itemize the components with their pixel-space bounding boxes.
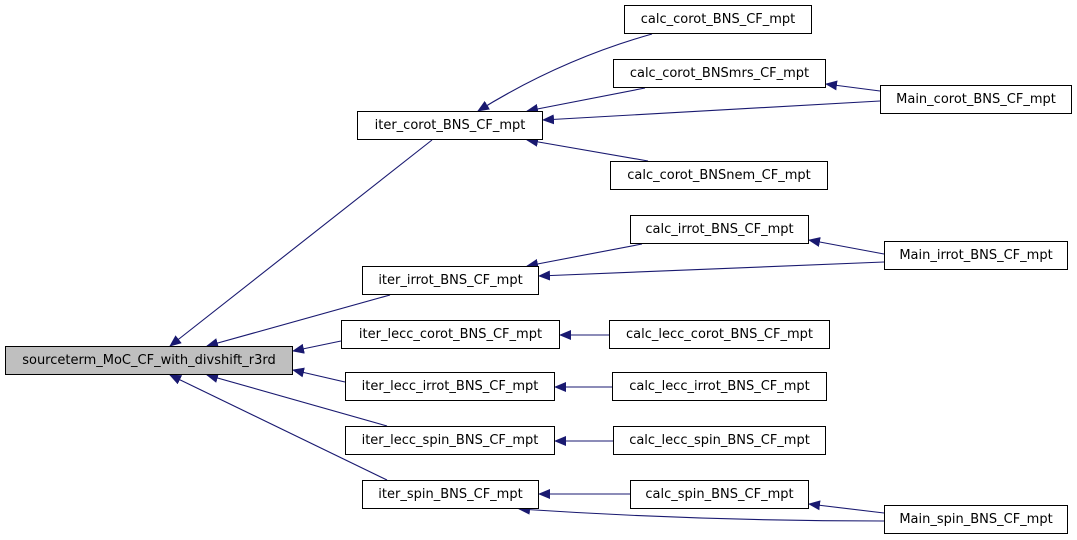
edge-iter-lecc-corot-to-root bbox=[292, 340, 342, 354]
edge-main-irrot-to-iter-irrot bbox=[538, 261, 885, 281]
edge-calc-irrot-to-iter-irrot bbox=[526, 243, 643, 269]
node-iter-lecc-spin-bns-cf-mpt[interactable]: iter_lecc_spin_BNS_CF_mpt bbox=[345, 426, 555, 455]
node-iter-irrot-bns-cf-mpt[interactable]: iter_irrot_BNS_CF_mpt bbox=[362, 266, 539, 295]
node-calc-corot-bnsnem-cf-mpt[interactable]: calc_corot_BNSnem_CF_mpt bbox=[610, 161, 828, 190]
node-iter-corot-bns-cf-mpt[interactable]: iter_corot_BNS_CF_mpt bbox=[357, 111, 543, 140]
edge-iter-irrot-to-root bbox=[206, 294, 391, 348]
node-calc-corot-bnsmrs-cf-mpt[interactable]: calc_corot_BNSmrs_CF_mpt bbox=[613, 59, 826, 88]
edge-calc-corot-to-iter-corot bbox=[477, 33, 653, 112]
node-iter-lecc-irrot-bns-cf-mpt[interactable]: iter_lecc_irrot_BNS_CF_mpt bbox=[345, 372, 555, 401]
node-calc-spin-bns-cf-mpt[interactable]: calc_spin_BNS_CF_mpt bbox=[630, 480, 809, 509]
edge-iter-spin-to-root bbox=[169, 374, 388, 481]
node-calc-lecc-spin-bns-cf-mpt[interactable]: calc_lecc_spin_BNS_CF_mpt bbox=[613, 426, 826, 455]
edge-iter-corot-to-root bbox=[169, 139, 433, 347]
edge-iter-lecc-spin-to-root bbox=[206, 373, 388, 427]
node-calc-irrot-bns-cf-mpt[interactable]: calc_irrot_BNS_CF_mpt bbox=[630, 215, 809, 244]
node-calc-corot-bns-cf-mpt[interactable]: calc_corot_BNS_CF_mpt bbox=[624, 5, 812, 34]
edges-layer bbox=[169, 33, 885, 522]
edge-main-spin-to-iter-spin bbox=[518, 504, 885, 522]
edge-calc-corot-nem-to-iter-corot bbox=[526, 136, 649, 162]
node-main-irrot-bns-cf-mpt[interactable]: Main_irrot_BNS_CF_mpt bbox=[884, 241, 1068, 270]
edge-main-corot-to-calc-corot-mrs bbox=[825, 80, 881, 92]
node-main-corot-bns-cf-mpt[interactable]: Main_corot_BNS_CF_mpt bbox=[880, 85, 1072, 114]
edge-main-spin-to-calc-spin bbox=[808, 500, 885, 514]
node-iter-lecc-corot-bns-cf-mpt[interactable]: iter_lecc_corot_BNS_CF_mpt bbox=[341, 320, 560, 349]
node-sourceterm-moc-cf-with-divshift-r3rd: sourceterm_MoC_CF_with_divshift_r3rd bbox=[5, 346, 293, 375]
edge-calc-corot-mrs-to-iter-corot bbox=[526, 87, 646, 114]
edge-iter-lecc-irrot-to-root bbox=[292, 367, 346, 383]
node-iter-spin-bns-cf-mpt[interactable]: iter_spin_BNS_CF_mpt bbox=[362, 480, 539, 509]
node-calc-lecc-corot-bns-cf-mpt[interactable]: calc_lecc_corot_BNS_CF_mpt bbox=[609, 320, 830, 349]
node-calc-lecc-irrot-bns-cf-mpt[interactable]: calc_lecc_irrot_BNS_CF_mpt bbox=[612, 372, 827, 401]
edge-main-irrot-to-calc-irrot bbox=[808, 237, 885, 255]
edge-main-corot-to-iter-corot bbox=[542, 100, 881, 125]
node-main-spin-bns-cf-mpt[interactable]: Main_spin_BNS_CF_mpt bbox=[884, 505, 1068, 534]
